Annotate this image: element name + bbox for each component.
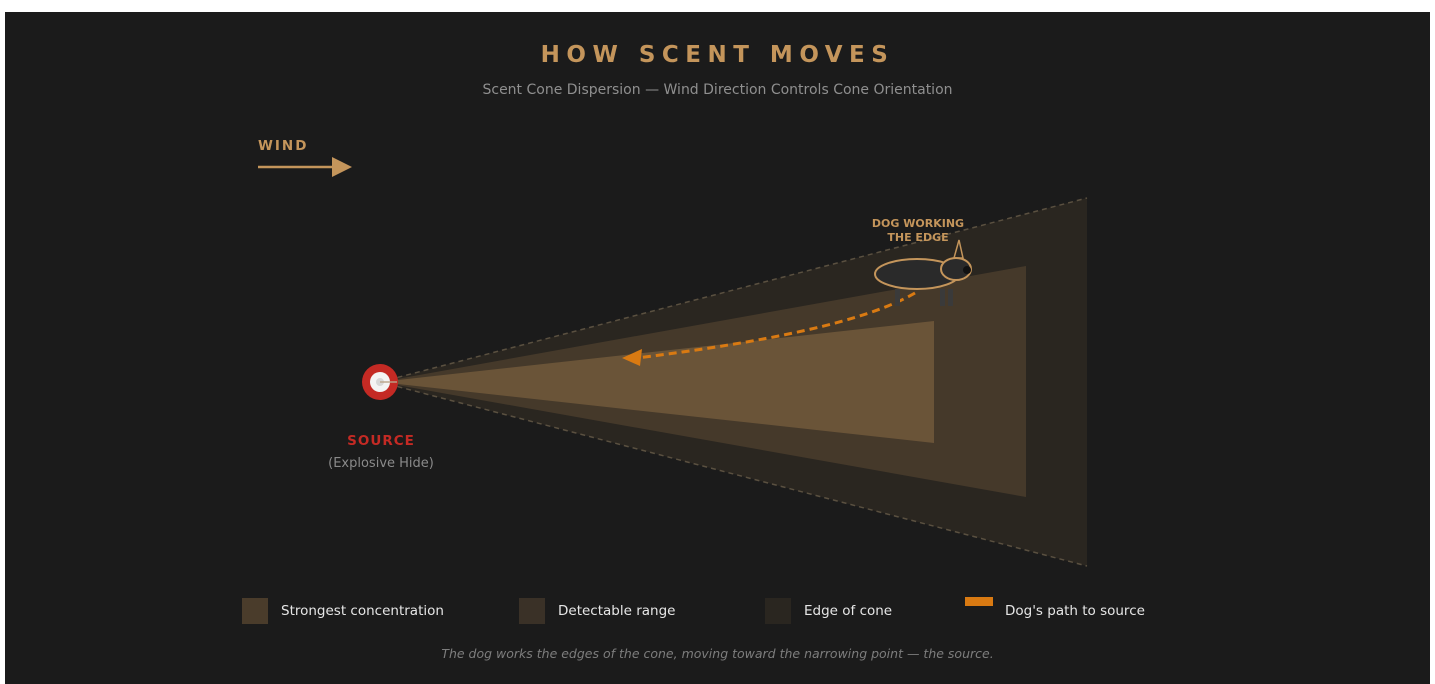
dog-path bbox=[636, 291, 916, 360]
legend-item-detectable: Detectable range bbox=[519, 597, 675, 625]
legend-swatch-path bbox=[965, 597, 993, 625]
cone-edge-bottom bbox=[379, 381, 1088, 567]
cone-inner bbox=[380, 321, 934, 443]
caption: The dog works the edges of the cone, mov… bbox=[441, 646, 994, 661]
source-sublabel: (Explosive Hide) bbox=[328, 456, 434, 471]
target-icon bbox=[362, 364, 398, 400]
legend-label-detectable: Detectable range bbox=[558, 603, 676, 619]
scent-cone-diagram bbox=[258, 157, 1088, 567]
legend-label-edge: Edge of cone bbox=[804, 603, 893, 619]
page-title: HOW SCENT MOVES bbox=[540, 42, 895, 68]
source-label: SOURCE bbox=[347, 433, 415, 449]
dog-label-line2: THE EDGE bbox=[887, 231, 949, 244]
legend-item-strongest: Strongest concentration bbox=[242, 597, 444, 625]
dog-label: DOG WORKING THE EDGE bbox=[848, 217, 988, 245]
dog-path-arrowhead bbox=[622, 349, 642, 366]
legend-label-strongest: Strongest concentration bbox=[281, 603, 444, 619]
cone-edge-top bbox=[379, 197, 1088, 383]
legend-label-path: Dog's path to source bbox=[1005, 603, 1145, 619]
dog-label-line1: DOG WORKING bbox=[871, 217, 965, 230]
dog-icon bbox=[874, 239, 972, 306]
legend-swatch-detectable bbox=[519, 598, 545, 624]
wind-label: WIND bbox=[258, 138, 309, 154]
page-subtitle: Scent Cone Dispersion — Wind Direction C… bbox=[482, 82, 953, 98]
diagram-frame: HOW SCENT MOVES Scent Cone Dispersion — … bbox=[5, 12, 1430, 684]
legend-item-edge: Edge of cone bbox=[765, 597, 892, 625]
legend-item-path: Dog's path to source bbox=[965, 597, 1145, 625]
legend-swatch-edge bbox=[765, 598, 791, 624]
legend-swatch-strongest bbox=[242, 598, 268, 624]
